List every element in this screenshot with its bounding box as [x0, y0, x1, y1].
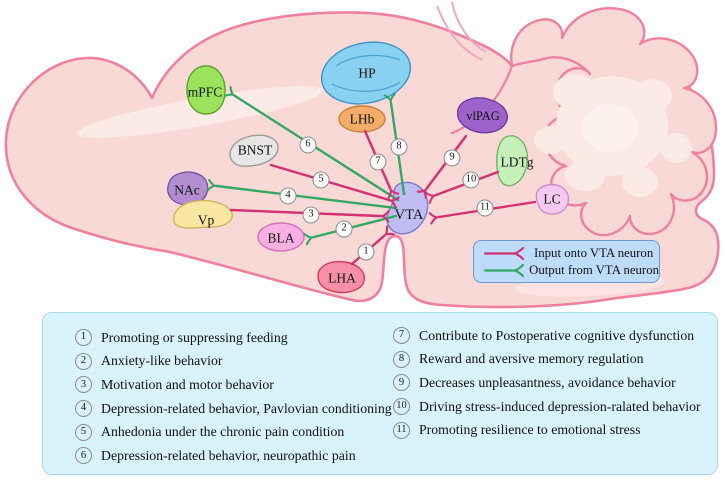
- region-mpfc: [186, 65, 226, 115]
- item-text: Driving stress-induced depression-ralate…: [419, 398, 701, 414]
- item-text: Anxiety-like behavior: [101, 353, 223, 369]
- region-label-lc: LC: [543, 191, 561, 207]
- region-label-mpfc: mPFC: [187, 84, 223, 100]
- line-legend-input-label: Input onto VTA neuron: [534, 245, 654, 260]
- list-item: 7 Contribute to Postoperative cognitive …: [393, 327, 701, 344]
- item-number: 7: [393, 327, 410, 344]
- connection-marker-7: 7: [369, 153, 387, 171]
- item-number: 10: [393, 398, 410, 416]
- list-item: 4 Depression-related behavior, Pavlovian…: [75, 400, 392, 418]
- list-item: 11 Promoting resilience to emotional str…: [393, 421, 701, 439]
- list-item: 3 Motivation and motor behavior: [75, 376, 392, 394]
- cerebellum-inner-pattern: [534, 74, 692, 197]
- brain-outline: [4, 11, 720, 309]
- behavior-legend-right-column: 7 Contribute to Postoperative cognitive …: [393, 313, 701, 445]
- behavior-legend-box: 1 Promoting or suppressing feeding 2 Anx…: [42, 312, 718, 475]
- region-label-vta: VTA: [394, 206, 424, 223]
- cortex-fissure-lines: [436, 1, 487, 61]
- item-text: Contribute to Postoperative cognitive dy…: [419, 327, 695, 343]
- connection-marker-10: 10: [462, 171, 480, 189]
- list-item: 10 Driving stress-induced depression-ral…: [393, 398, 701, 416]
- region-lha: [317, 260, 365, 294]
- connection-marker-4: 4: [279, 187, 297, 205]
- list-item: 6 Depression-related behavior, neuropath…: [75, 447, 392, 465]
- item-number: 5: [75, 423, 92, 441]
- region-label-lha: LHA: [328, 270, 356, 286]
- connection-marker-5: 5: [312, 171, 330, 189]
- brain-illustration: [4, 1, 720, 309]
- item-text: Depression-related behavior, neuropathic…: [101, 448, 356, 464]
- region-bnst: [229, 134, 279, 167]
- item-text: Motivation and motor behavior: [101, 376, 274, 392]
- region-lhb: [338, 105, 386, 133]
- list-item: 5 Anhedonia under the chronic pain condi…: [75, 423, 392, 441]
- behavior-legend-left-column: 1 Promoting or suppressing feeding 2 Anx…: [75, 313, 392, 471]
- region-label-nac: NAc: [174, 182, 200, 198]
- connection-marker-6: 6: [299, 136, 317, 154]
- region-label-bla: BLA: [267, 230, 295, 246]
- list-item: 2 Anxiety-like behavior: [75, 352, 392, 370]
- connection-marker-3: 3: [302, 206, 320, 224]
- connection-marker-1: 1: [357, 243, 375, 261]
- item-number: 1: [75, 329, 92, 346]
- list-item: 1 Promoting or suppressing feeding: [75, 329, 392, 346]
- list-item: 8 Reward and aversive memory regulation: [393, 350, 701, 368]
- connection-marker-11: 11: [476, 199, 494, 217]
- line-legend-output-label: Output from VTA neuron: [529, 262, 659, 277]
- input-line-sample: [483, 246, 525, 260]
- item-number: 11: [393, 421, 410, 439]
- region-ldtg: [496, 135, 529, 187]
- region-label-bnst: BNST: [237, 142, 273, 158]
- region-label-vp: Vp: [197, 212, 215, 228]
- item-text: Promoting resilience to emotional stress: [419, 422, 641, 438]
- cerebellum-core: [582, 104, 638, 152]
- connection-marker-8: 8: [390, 138, 408, 156]
- line-legend-box: Input onto VTA neuron Output from VTA ne…: [473, 240, 660, 283]
- region-vlpag: [456, 97, 509, 134]
- line-legend-input-row: Input onto VTA neuron: [483, 246, 659, 260]
- item-number: 6: [75, 447, 92, 465]
- region-vp: [173, 199, 233, 229]
- region-label-hp: HP: [358, 65, 376, 81]
- list-item: 9 Decreases unpleasantness, avoidance be…: [393, 374, 701, 392]
- item-text: Anhedonia under the chronic pain conditi…: [101, 424, 345, 440]
- output-line-sample: [483, 263, 525, 277]
- region-label-lhb: LHb: [349, 111, 375, 127]
- item-number: 2: [75, 352, 92, 370]
- connection-marker-2: 2: [335, 220, 353, 238]
- item-number: 3: [75, 376, 92, 394]
- item-text: Depression-related behavior, Pavlovian c…: [101, 400, 392, 416]
- item-text: Reward and aversive memory regulation: [419, 351, 644, 367]
- line-legend-output-row: Output from VTA neuron: [483, 263, 659, 277]
- item-number: 9: [393, 374, 410, 392]
- region-hp-layers: [331, 54, 401, 92]
- item-number: 4: [75, 400, 92, 418]
- connection-marker-9: 9: [443, 149, 461, 167]
- item-number: 8: [393, 350, 410, 368]
- item-text: Promoting or suppressing feeding: [101, 329, 288, 345]
- region-label-vlpag: vlPAG: [466, 108, 500, 123]
- item-text: Decreases unpleasantness, avoidance beha…: [419, 374, 676, 390]
- region-label-ldtg: LDTg: [500, 154, 534, 170]
- region-lc: [535, 183, 570, 215]
